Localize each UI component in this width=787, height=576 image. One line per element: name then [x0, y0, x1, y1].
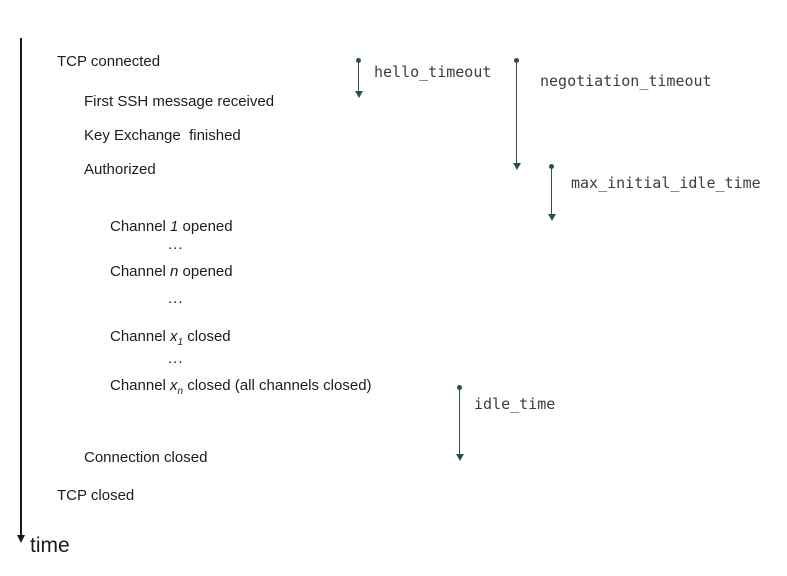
- interval-arrowhead-icon: [354, 91, 363, 98]
- time-axis-arrowhead-icon: [16, 535, 25, 543]
- event-key-exchange-finished: Key Exchange finished: [84, 127, 241, 144]
- interval-line: [515, 60, 518, 164]
- event-first-ssh-received: First SSH message received: [84, 93, 275, 110]
- event-channel-x1-closed: Channel x1 closed: [110, 328, 231, 348]
- event-channel-1-opened: Channel 1 opened: [110, 218, 233, 236]
- interval-arrowhead-icon: [547, 214, 556, 221]
- interval-label-hello-timeout: hello_timeout: [374, 63, 492, 81]
- time-axis-line: [20, 38, 22, 536]
- channel-variable-subscript: n: [177, 386, 184, 397]
- time-axis-label: time: [30, 534, 70, 557]
- event-text-suffix: closed: [183, 328, 231, 345]
- event-text-suffix: opened: [178, 218, 233, 235]
- event-text-prefix: Channel: [110, 328, 171, 345]
- interval-arrow-negotiation-timeout: [512, 58, 521, 170]
- event-text-prefix: Channel: [110, 218, 171, 235]
- time-axis: [16, 38, 26, 543]
- event-channel-xn-closed: Channel xn closed (all channels closed): [110, 377, 372, 397]
- interval-line: [550, 166, 553, 215]
- interval-arrowhead-icon: [512, 163, 521, 170]
- interval-label-max-initial-idle-time: max_initial_idle_time: [571, 174, 761, 192]
- interval-arrow-idle-time: [455, 385, 464, 461]
- channel-variable: x: [170, 377, 178, 394]
- interval-line: [357, 60, 360, 92]
- interval-arrow-hello-timeout: [354, 58, 363, 98]
- channel-variable-subscript: 1: [177, 337, 184, 348]
- channel-variable: n: [170, 263, 179, 280]
- interval-arrowhead-icon: [455, 454, 464, 461]
- channel-variable: x: [170, 328, 178, 345]
- event-text-prefix: Channel: [110, 263, 171, 280]
- event-connection-closed: Connection closed: [84, 449, 208, 466]
- event-text-prefix: Channel: [110, 377, 171, 394]
- event-tcp-closed: TCP closed: [57, 487, 135, 504]
- event-text-suffix: opened: [178, 263, 233, 280]
- event-authorized: Authorized: [84, 161, 156, 178]
- ellipsis-mark: ...: [168, 350, 184, 367]
- interval-label-negotiation-timeout: negotiation_timeout: [540, 72, 712, 90]
- ellipsis-mark: ...: [168, 290, 184, 307]
- channel-variable: 1: [170, 218, 179, 235]
- event-tcp-connected: TCP connected: [57, 53, 161, 70]
- interval-arrow-max-initial-idle-time: [547, 164, 556, 221]
- event-channel-n-opened: Channel n opened: [110, 263, 233, 281]
- interval-label-idle-time: idle_time: [474, 395, 556, 413]
- event-text-suffix: closed (all channels closed): [183, 377, 372, 394]
- interval-line: [458, 387, 461, 455]
- ellipsis-mark: ...: [168, 236, 184, 253]
